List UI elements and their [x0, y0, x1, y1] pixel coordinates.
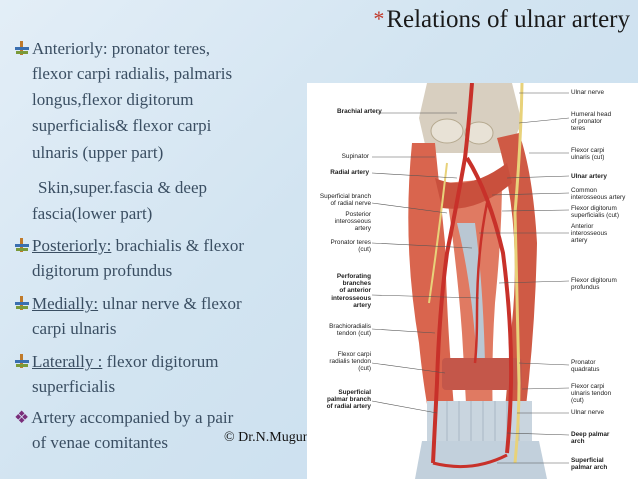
- label-superficial-palmar-branch: Superficial palmar branch of radial arte…: [326, 389, 371, 411]
- diamond-bullet-icon: ❖: [14, 408, 30, 427]
- label-humeral-head: Humeral head of pronator teres: [571, 111, 612, 133]
- label-fcr-tendon: Flexor carpi radialis tendon (cut): [329, 351, 371, 373]
- label-ulnar-artery: Ulnar artery: [571, 173, 607, 180]
- lateral-line-1: Laterally : flexor digitorum: [14, 350, 218, 373]
- pronator-teres-muscle: [435, 163, 512, 209]
- label-pronator-quadratus: Pronator quadratus: [571, 359, 600, 374]
- anterior-lower-line-2: fascia(lower part): [32, 204, 153, 223]
- label-radial-artery: Radial artery: [330, 169, 369, 176]
- label-superficial-palmar-arch: Superficial palmar arch: [571, 457, 608, 472]
- ulnar-nerve: [513, 83, 524, 464]
- label-superficial-radial-nerve: Superficial branch of radial nerve: [319, 193, 371, 208]
- book-bullet-icon: [15, 238, 29, 252]
- palmar-arch: [432, 453, 508, 469]
- forearm-anatomy-figure: Brachial artery Supinator Radial artery …: [307, 83, 638, 479]
- medial-label: Medially:: [32, 294, 99, 313]
- anterior-line-5: ulnaris (upper part): [32, 143, 164, 162]
- label-fcu-cut: Flexor carpi ulnaris (cut): [571, 147, 605, 162]
- palm-region: [415, 441, 547, 479]
- book-bullet-icon: [15, 296, 29, 310]
- label-pronator-teres: Pronator teres (cut): [330, 239, 372, 254]
- posterior-line-2: digitorum profundus: [32, 261, 173, 280]
- superficial-radial-nerve: [428, 162, 448, 304]
- forearm-illustration: [371, 83, 570, 479]
- title-text: Relations of ulnar artery: [386, 6, 630, 33]
- label-brachial-artery: Brachial artery: [337, 108, 382, 115]
- anterior-line-1: Anteriorly: pronator teres,: [14, 37, 210, 60]
- lateral-label: Laterally :: [32, 352, 103, 371]
- label-deep-palmar-arch: Deep palmar arch: [571, 431, 610, 446]
- lateral-line-2: superficialis: [32, 377, 116, 396]
- anterior-line-3: longus,flexor digitorum: [32, 90, 194, 109]
- label-fcu-tendon: Flexor carpi ulnaris tendon (cut): [571, 383, 612, 405]
- radial-artery: [431, 83, 474, 464]
- pronator-quadratus-muscle: [442, 358, 522, 390]
- posterior-line-1: Posteriorly: brachialis & flexor: [14, 234, 244, 257]
- anterior-lower-line-1: Skin,super.fascia & deep: [38, 178, 208, 197]
- label-posterior-interosseous: Posterior interosseous artery: [334, 211, 371, 233]
- book-bullet-icon: [15, 354, 29, 368]
- credit-text: © Dr.N.Mugunthan: [224, 430, 334, 445]
- title-star: *: [373, 6, 385, 31]
- venae-line-2: of venae comitantes: [32, 433, 168, 452]
- medial-line-1: Medially: ulnar nerve & flexor: [14, 292, 242, 315]
- flexor-retinaculum: [427, 401, 532, 441]
- book-bullet-icon: [15, 41, 29, 55]
- slide-title: *Relations of ulnar artery: [373, 6, 630, 34]
- ulnar-artery: [465, 156, 514, 454]
- label-perforating-branches: Perforating branches of anterior interos…: [331, 273, 371, 309]
- label-supinator: Supinator: [341, 153, 369, 160]
- label-anterior-interosseous: Anterior interosseous artery: [571, 223, 608, 245]
- medial-line-2: carpi ulnaris: [32, 319, 117, 338]
- anterior-line-4: superficialis& flexor carpi: [32, 116, 212, 135]
- label-fds-cut: Flexor digitorum superficialis (cut): [571, 205, 619, 220]
- label-ulnar-nerve-bottom: Ulnar nerve: [571, 409, 605, 416]
- anterior-line-2: flexor carpi radialis, palmaris: [32, 64, 233, 83]
- label-fdp: Flexor digitorum profundus: [571, 277, 617, 292]
- label-ulnar-nerve-top: Ulnar nerve: [571, 89, 605, 96]
- label-brachioradialis-tendon: Brachioradialis tendon (cut): [329, 323, 371, 338]
- posterior-label: Posteriorly:: [32, 236, 112, 255]
- anterior-interosseous-artery: [473, 202, 489, 364]
- label-common-interosseous: Common interosseous artery: [571, 187, 626, 202]
- venae-line-1: ❖Artery accompanied by a pair: [14, 408, 234, 427]
